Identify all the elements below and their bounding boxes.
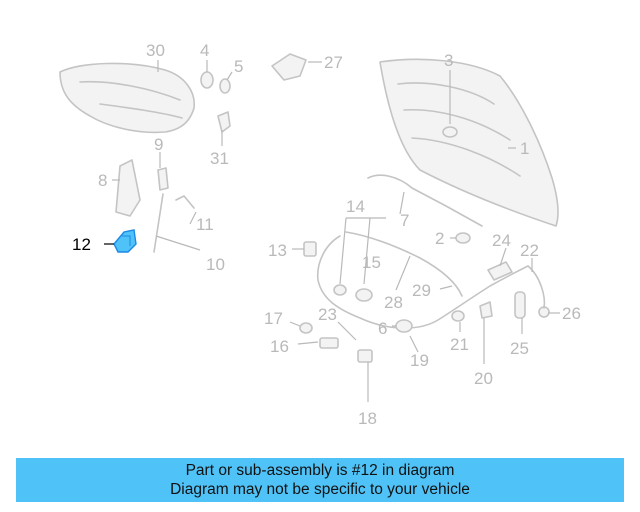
callout-15: 15 bbox=[362, 253, 381, 272]
parts-diagram: 1 2 3 4 5 6 7 8 9 10 11 12 13 14 15 16 1… bbox=[59, 41, 581, 428]
callout-17: 17 bbox=[264, 309, 283, 328]
callout-24: 24 bbox=[492, 231, 511, 250]
callout-3: 3 bbox=[444, 51, 453, 70]
callout-11: 11 bbox=[196, 215, 214, 234]
hood-panel bbox=[379, 58, 559, 227]
callout-16: 16 bbox=[270, 337, 289, 356]
callout-12: 12 bbox=[72, 235, 91, 254]
callout-9: 9 bbox=[154, 135, 163, 154]
callout-7: 7 bbox=[400, 211, 409, 230]
callout-22: 22 bbox=[520, 241, 539, 260]
callout-27: 27 bbox=[324, 53, 343, 72]
callout-31: 31 bbox=[210, 149, 229, 168]
hood-hinge bbox=[271, 53, 307, 81]
callout-19: 19 bbox=[410, 351, 429, 370]
callout-4: 4 bbox=[200, 41, 209, 60]
leader-lines bbox=[104, 60, 560, 402]
callout-2: 2 bbox=[435, 229, 444, 248]
callout-23: 23 bbox=[318, 305, 337, 324]
banner-line-disclaimer: Diagram may not be specific to your vehi… bbox=[170, 481, 470, 498]
info-banner: Part or sub-assembly is #12 in diagram D… bbox=[16, 458, 624, 502]
hood-clips bbox=[200, 71, 231, 133]
callout-5: 5 bbox=[234, 57, 243, 76]
hood-strut-parts bbox=[115, 159, 195, 253]
callout-25: 25 bbox=[510, 339, 529, 358]
callout-14: 14 bbox=[346, 197, 365, 216]
banner-line-part-number: Part or sub-assembly is #12 in diagram bbox=[185, 462, 455, 479]
callout-8: 8 bbox=[98, 171, 107, 190]
callout-20: 20 bbox=[474, 369, 493, 388]
callout-1: 1 bbox=[520, 139, 529, 158]
misc-small-parts bbox=[299, 232, 550, 363]
callout-21: 21 bbox=[450, 335, 469, 354]
hood-insulation-pad bbox=[59, 62, 195, 134]
hood-seal bbox=[367, 174, 483, 227]
callout-13: 13 bbox=[268, 241, 287, 260]
hood-latch-bracket-12 bbox=[113, 229, 137, 253]
callout-18: 18 bbox=[358, 409, 377, 428]
callout-labels: 1 2 3 4 5 6 7 8 9 10 11 12 13 14 15 16 1… bbox=[72, 41, 581, 428]
callout-28: 28 bbox=[384, 293, 403, 312]
callout-10: 10 bbox=[206, 255, 225, 274]
callout-26: 26 bbox=[562, 304, 581, 323]
callout-30: 30 bbox=[146, 41, 165, 60]
callout-29: 29 bbox=[412, 281, 431, 300]
callout-6: 6 bbox=[378, 319, 387, 338]
